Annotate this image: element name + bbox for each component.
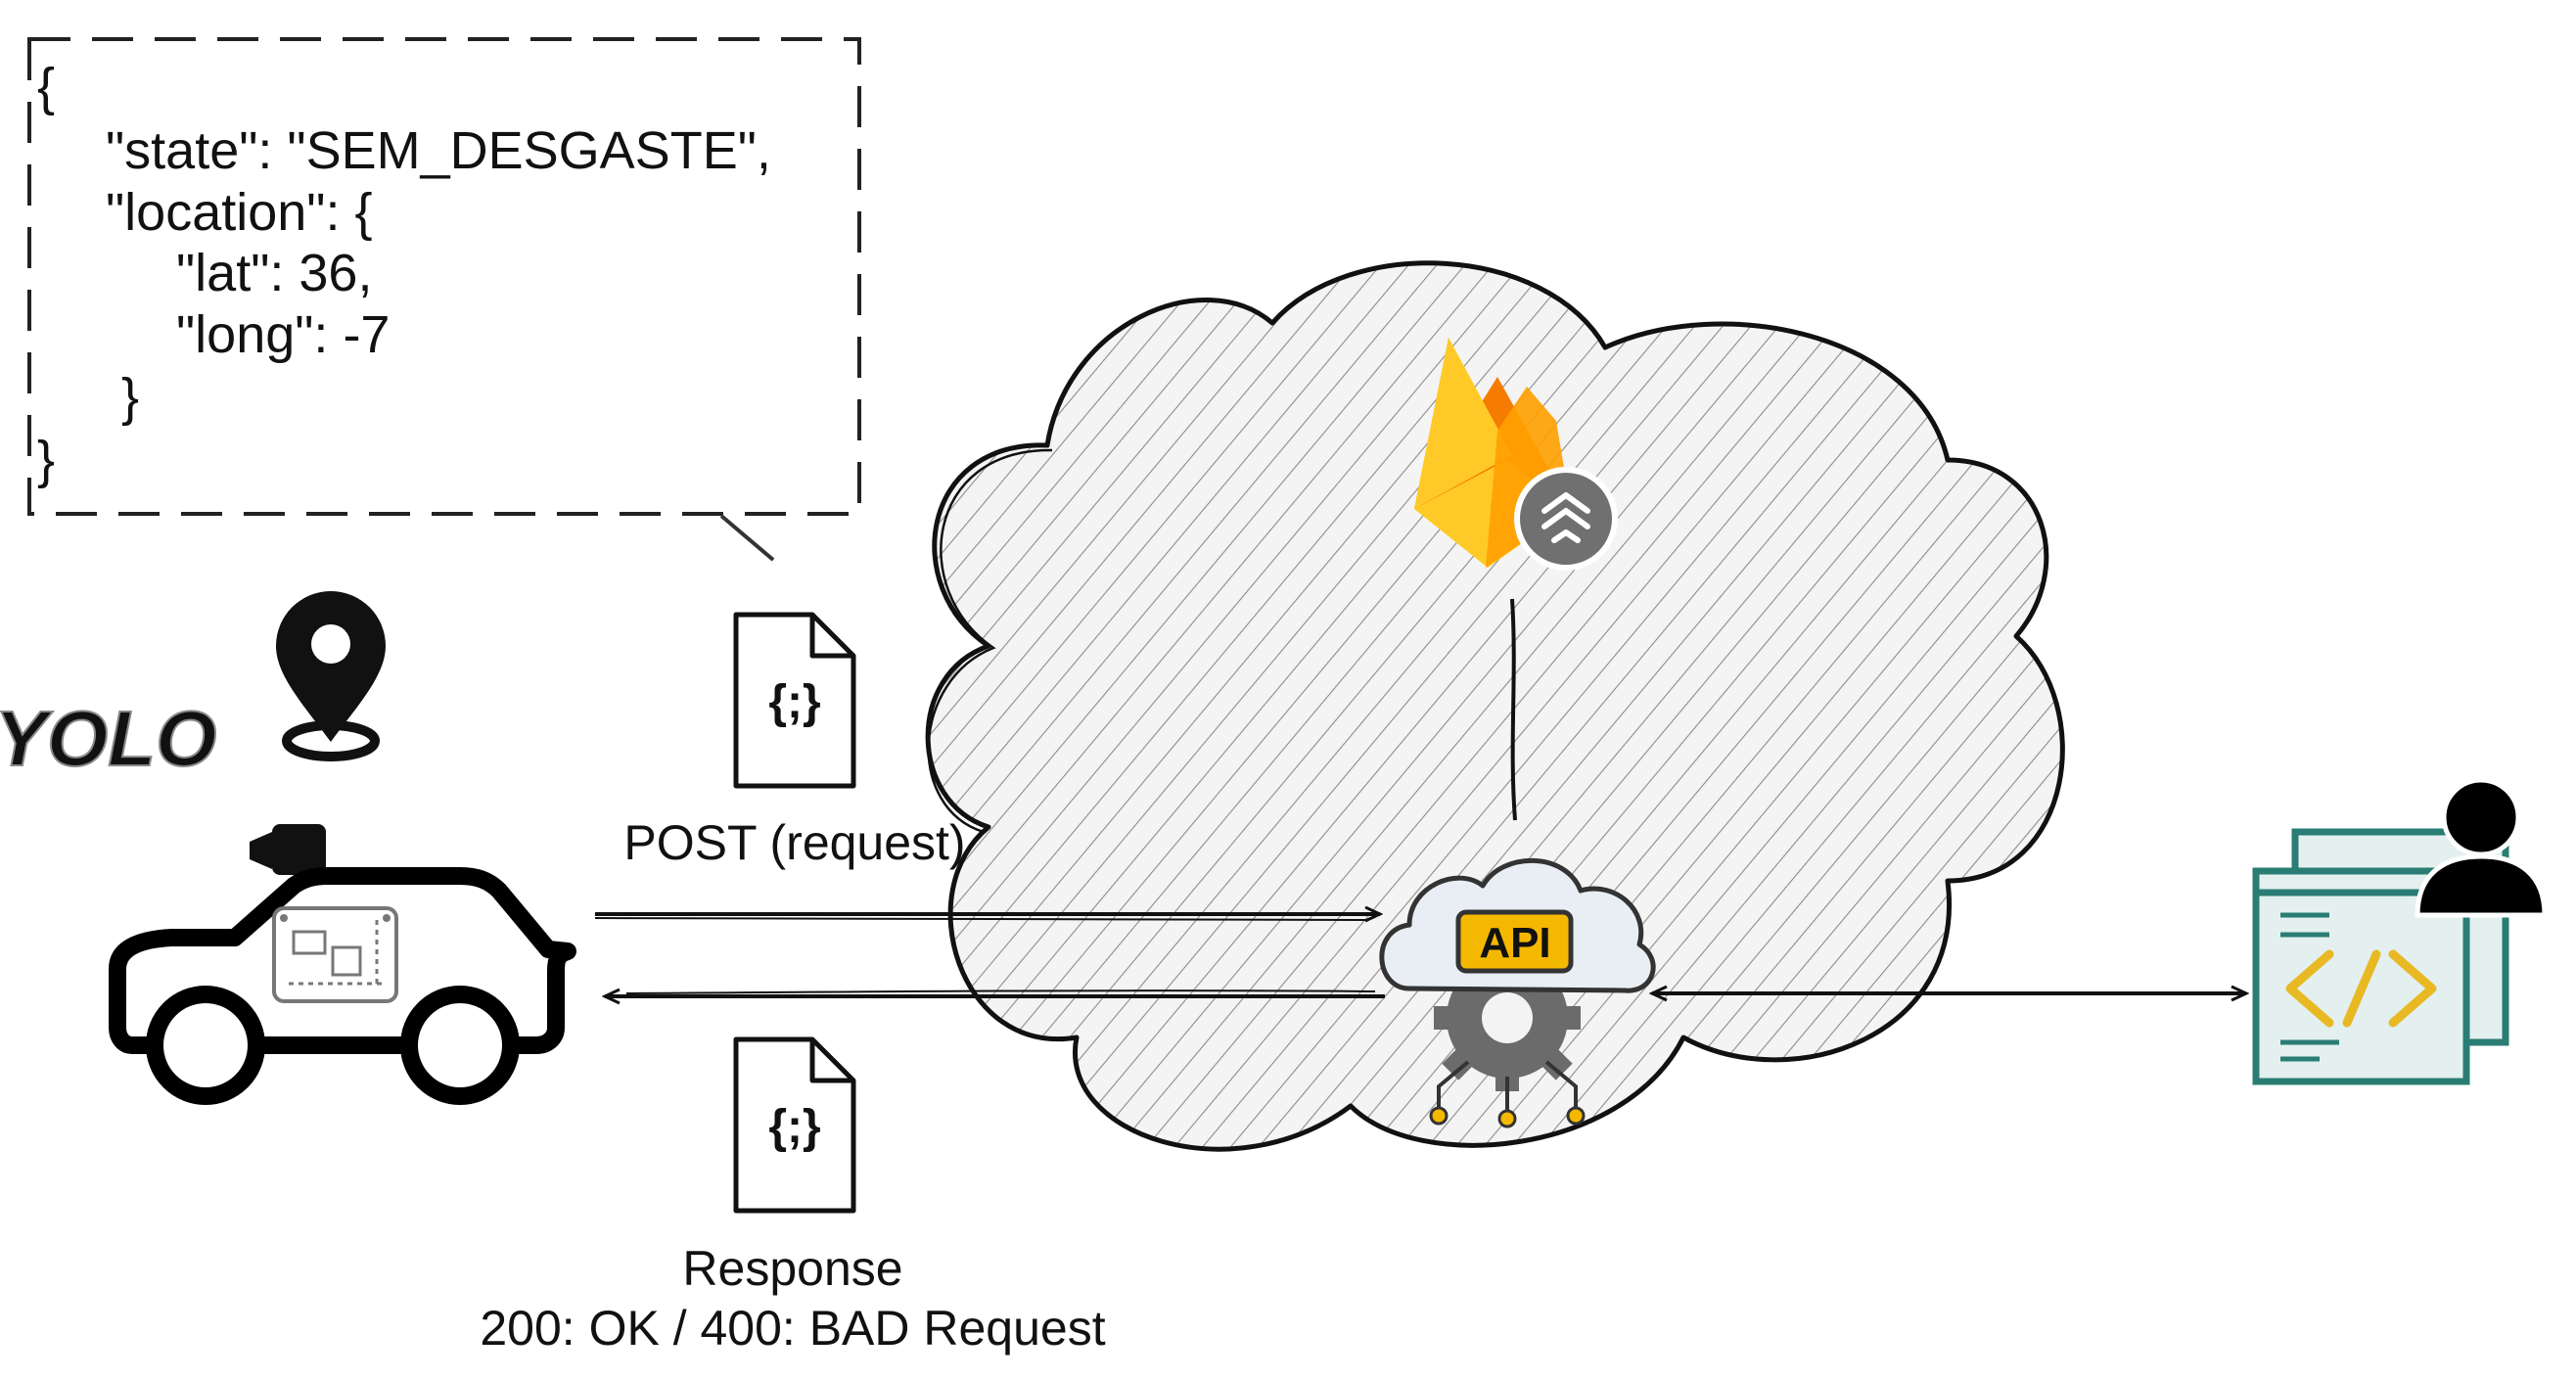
response-codes: 200: OK / 400: BAD Request — [480, 1301, 1105, 1356]
response-arrow — [605, 995, 1386, 996]
microcontroller-board-icon — [272, 906, 398, 1003]
request-arrow — [594, 914, 1380, 915]
response-doc-glyph: {;} — [768, 1101, 820, 1153]
code-chevron-right-icon — [2388, 949, 2437, 1028]
code-slash-icon — [2342, 949, 2381, 1028]
api-gear-icon: API — [1379, 857, 1656, 1128]
request-doc-glyph: {;} — [768, 676, 820, 728]
request-flow: {;} POST (request) — [594, 615, 1380, 920]
svg-text:YOLO: YOLO — [0, 695, 216, 782]
location-pin-icon — [276, 591, 386, 761]
firebase-api-connector — [1510, 598, 1517, 821]
developer-web-app-icon — [2252, 828, 2509, 1085]
request-label: POST (request) — [623, 815, 965, 870]
json-line-4: "lat": 36, — [176, 244, 372, 302]
json-line-1: { — [37, 58, 55, 116]
code-chevron-left-icon — [2285, 949, 2334, 1028]
json-payload-box: { "state": "SEM_DESGASTE", "location": {… — [27, 37, 861, 562]
json-line-7: } — [37, 431, 55, 489]
firestore-badge-icon — [1514, 467, 1618, 571]
json-line-6: } — [121, 368, 139, 427]
json-line-2: "state": "SEM_DESGASTE", — [106, 121, 771, 180]
callout-tail — [719, 514, 775, 562]
api-badge — [1455, 909, 1574, 974]
firebase-icon — [1414, 338, 1618, 571]
cloud-icon — [925, 260, 2065, 1152]
json-line-3: "location": { — [106, 183, 373, 242]
api-badge-label: API — [1479, 919, 1550, 967]
user-icon — [2415, 777, 2548, 918]
yolo-logo: YOLO — [0, 694, 217, 783]
json-line-5: "long": -7 — [176, 305, 390, 364]
response-title: Response — [682, 1241, 902, 1296]
car-with-camera-and-board-icon — [109, 824, 576, 1105]
response-flow: {;} Response 200: OK / 400: BAD Request — [480, 990, 1386, 1356]
